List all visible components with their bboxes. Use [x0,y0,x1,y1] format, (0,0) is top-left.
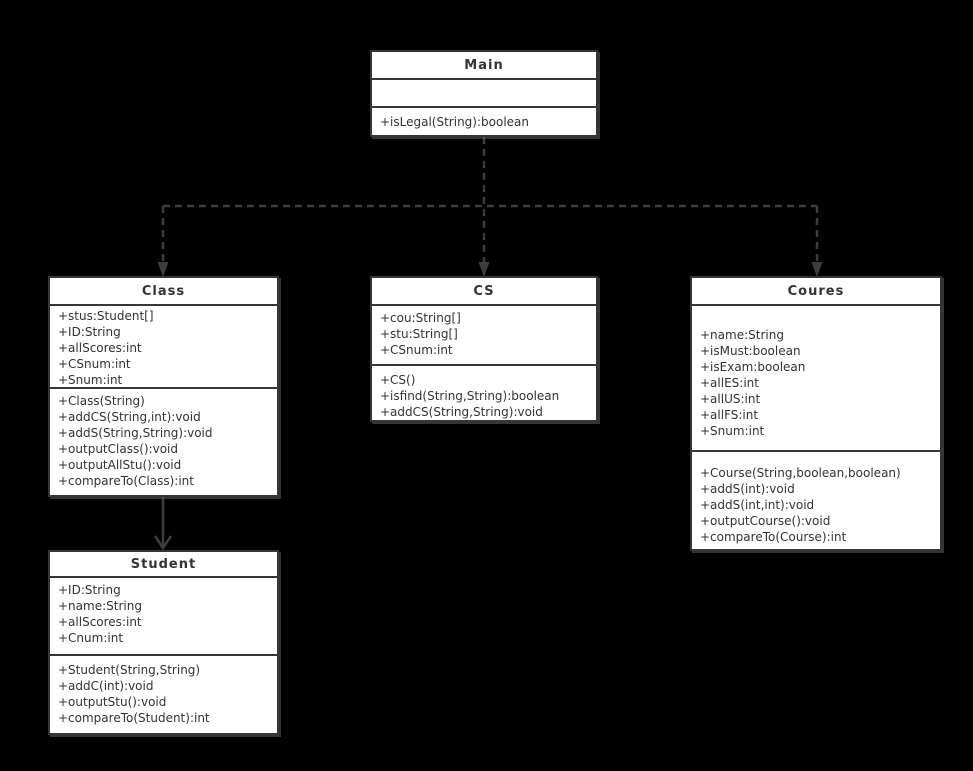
member-line: +Snum:int [700,424,765,438]
member-line: +addCS(String,String):void [380,405,543,419]
member-line: +isExam:boolean [700,360,806,374]
member-line: +CSnum:int [58,357,131,371]
member-line: +CS() [380,373,416,387]
member-line: +outputClass():void [58,442,179,456]
member-line: +addS(int):void [700,482,795,496]
methods-compartment-student: +Student(String,String) +addC(int):void +o… [50,656,277,733]
member-line: +allScores:int [58,341,142,355]
member-line: +Snum:int [58,373,123,387]
arrowhead-student-icon [153,535,173,551]
arrowhead-cs-icon [478,262,490,277]
member-line: +stus:Student[] [58,309,154,323]
member-line: +addC(int):void [58,679,154,693]
arrowhead-class-icon [157,262,169,277]
member-line: +Cnum:int [58,631,124,645]
member-line: +outputStu():void [58,695,167,709]
methods-compartment-class: +Class(String) +addCS(String,int):void +ad… [50,389,277,495]
methods-compartment-main: +isLegal(String):boolean [372,108,596,135]
member-line: +Class(String) [58,394,145,408]
class-title-cs: CS [372,278,596,306]
member-line: +compareTo(Class):int [58,474,194,488]
attributes-compartment-coures: +name:String +isMust:boolean +isExam:boole… [692,306,940,452]
member-line: +outputAllStu():void [58,458,182,472]
class-box-class[interactable]: Class +stus:Student[] +ID:String +allScore… [48,276,279,497]
member-line: +name:String [700,328,784,342]
class-title-student: Student [50,552,277,578]
member-line: +outputCourse():void [700,514,831,528]
member-line: +addCS(String,int):void [58,410,201,424]
member-line: +Course(String,boolean,boolean) [700,466,901,480]
attributes-compartment-student: +ID:String +name:String +allScores:int +Cnu… [50,578,277,656]
member-line: +allFS:int [700,408,759,422]
member-line: +isfind(String,String):boolean [380,389,560,403]
attributes-compartment-class: +stus:Student[] +ID:String +allScores:int +… [50,306,277,389]
member-line: +allScores:int [58,615,142,629]
class-box-cs[interactable]: CS +cou:String[]+stu:String[]+CSnum:int … [370,276,598,422]
class-box-main[interactable]: Main +isLegal(String):boolean [370,50,598,137]
member-line: +stu:String[] [380,327,458,341]
member-line: +compareTo(Course):int [700,530,847,544]
member-line: +compareTo(Student):int [58,711,210,725]
member-line: +ID:String [58,325,121,339]
member-line: +name:String [58,599,142,613]
member-line: +allES:int [700,376,759,390]
attributes-compartment-cs: +cou:String[] +stu:String[] +CSnum:int [372,306,596,366]
member-line: +allUS:int [700,392,761,406]
class-title-coures: Coures [692,278,940,306]
member-line: +cou:String[] [380,311,461,325]
member-line: +CSnum:int [380,343,453,357]
member-line: +ID:String [58,583,121,597]
class-box-coures[interactable]: Coures +name:String +isMust:boolean +isExa… [690,276,942,551]
methods-compartment-coures: +Course(String,boolean,boolean) +addS(int… [692,452,940,549]
methods-compartment-cs: +CS() +isfind(String,String):boolean +addC… [372,366,596,420]
class-box-student[interactable]: Student +ID:String +name:String +allScores… [48,550,279,735]
member-line: +isMust:boolean [700,344,801,358]
member-line: +addS(String,String):void [58,426,213,440]
member-line: +isLegal(String):boolean [380,114,529,129]
class-title-class: Class [50,278,277,306]
attributes-compartment-main [372,80,596,108]
member-line: +addS(int,int):void [700,498,815,512]
arrowhead-coures-icon [811,262,823,277]
class-title-main: Main [372,52,596,80]
member-line: +Student(String,String) [58,663,201,677]
